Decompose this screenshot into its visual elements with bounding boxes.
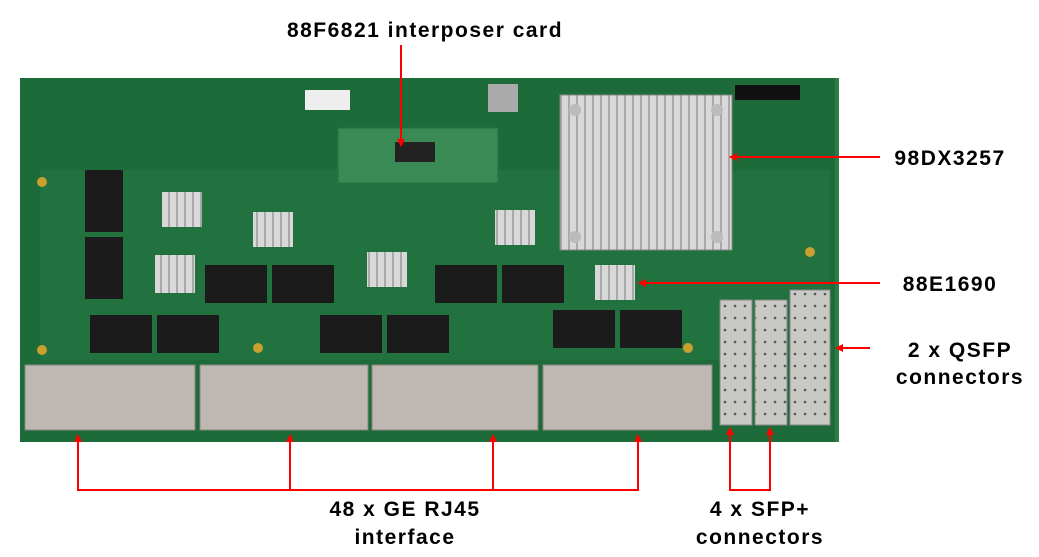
rj45-block <box>199 364 369 431</box>
labels: 88F6821 interposer card 98DX3257 88E1690… <box>287 19 1024 549</box>
label-88e1690: 88E1690 <box>903 273 998 296</box>
qsfp-cage <box>789 289 831 426</box>
heatsink <box>559 94 733 251</box>
label-qsfp-2: connectors <box>896 366 1024 389</box>
label-sfp-2: connectors <box>696 526 824 549</box>
label-98dx3257: 98DX3257 <box>894 147 1005 170</box>
rj45-block <box>24 364 196 431</box>
pcb-photo <box>20 78 839 442</box>
bracket-rj45 <box>77 436 639 491</box>
bracket-sfp <box>729 430 771 491</box>
callout-arrows <box>74 45 880 491</box>
phy-heatsink <box>595 265 635 300</box>
label-interposer: 88F6821 interposer card <box>287 19 563 42</box>
rj45-block <box>542 364 713 431</box>
label-sfp-1: 4 x SFP+ <box>710 498 810 521</box>
label-rj45-2: interface <box>354 526 455 549</box>
label-rj45-1: 48 x GE RJ45 <box>329 498 480 521</box>
label-qsfp-1: 2 x QSFP <box>908 339 1012 362</box>
sfp-cage <box>754 299 788 426</box>
sfp-cage <box>719 299 753 426</box>
interposer-card <box>337 127 499 184</box>
rj45-block <box>371 364 539 431</box>
